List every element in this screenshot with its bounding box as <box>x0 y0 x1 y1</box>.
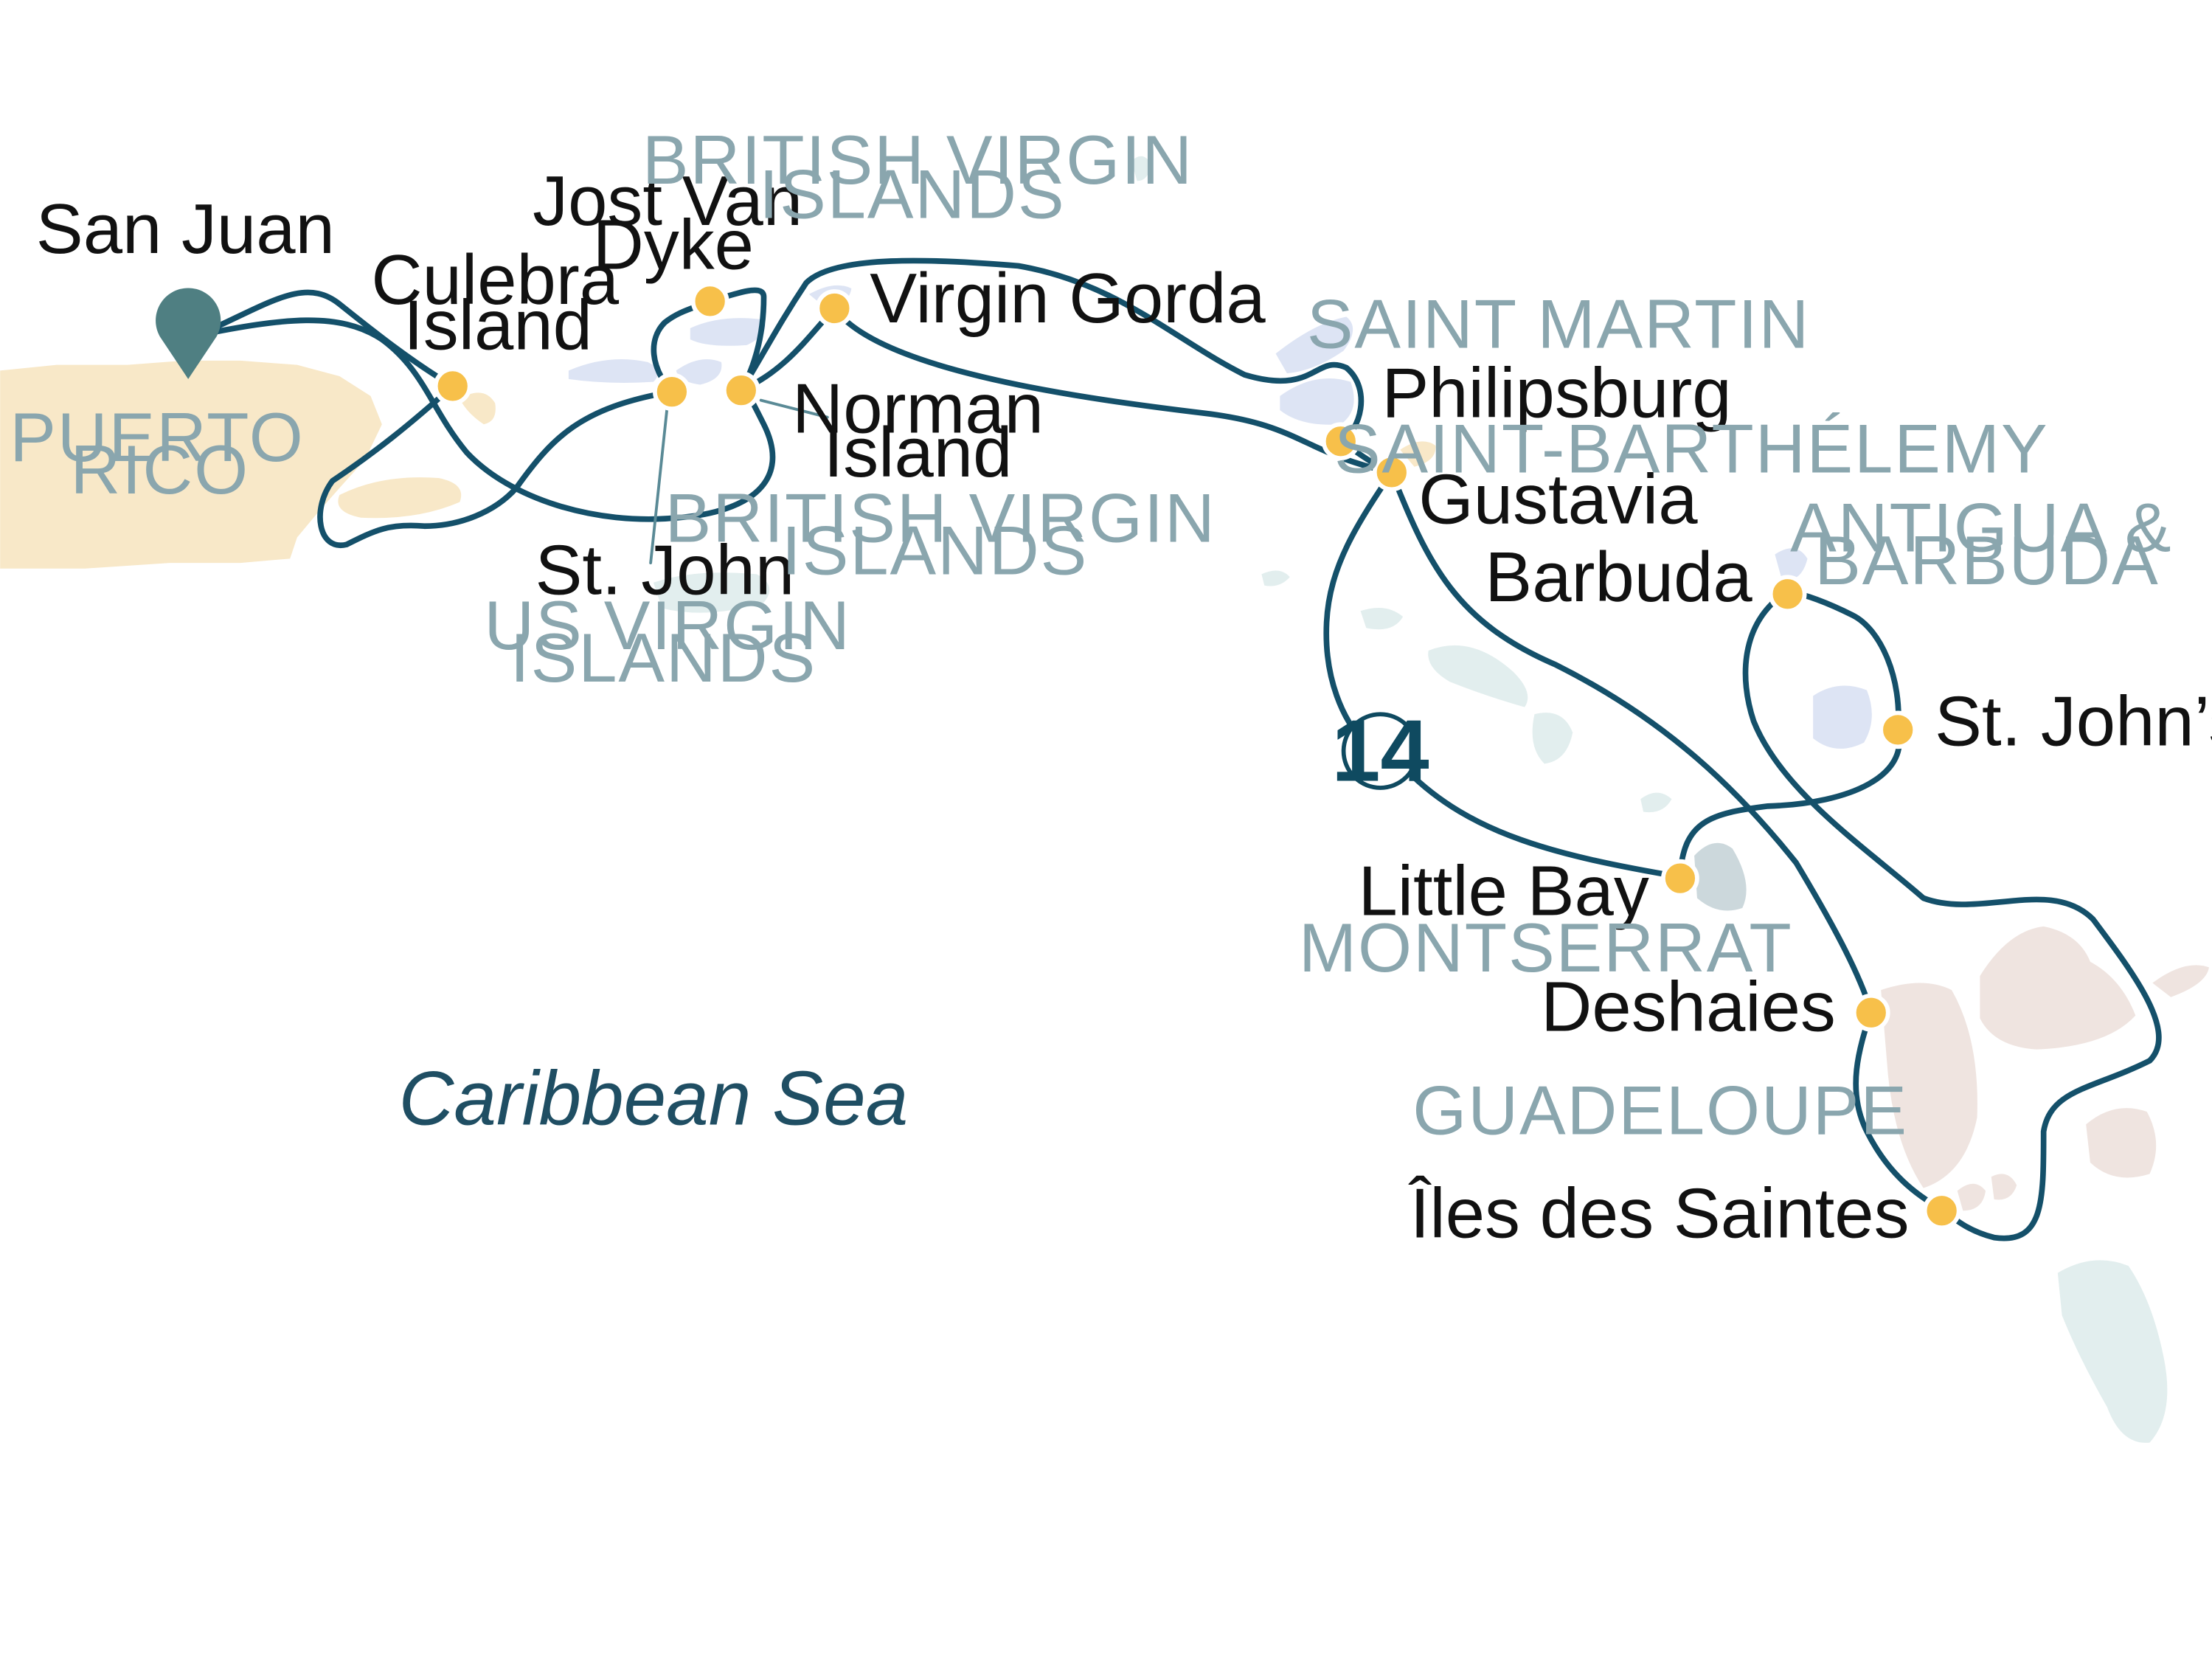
region-label-usvi: US VIRGIN <box>484 586 850 664</box>
port-marker-st-johns[interactable] <box>1879 710 1918 749</box>
us-virgin-islands-landmass <box>568 359 659 383</box>
port-label-st-john: St. John <box>535 530 794 609</box>
region-label-bvi-south: ISLANDS <box>782 511 1088 589</box>
map-pin-icon <box>156 288 221 379</box>
region-label-puerto-rico: RICO <box>71 431 250 508</box>
region-label-bvi-north: ISLANDS <box>759 155 1065 232</box>
port-label-san-juan: San Juan <box>36 190 335 269</box>
port-marker-little-bay[interactable] <box>1661 859 1699 898</box>
port-marker-philipsburg[interactable] <box>1321 422 1360 461</box>
st-kitts-island <box>1428 645 1528 707</box>
st-eustatius-island <box>1360 607 1404 630</box>
marie-galante-island <box>2086 1108 2157 1178</box>
port-label-deshaies: Deshaies <box>1541 968 1836 1047</box>
cruise-route <box>195 257 2162 1241</box>
les-saintes-islet-1 <box>1957 1183 1986 1211</box>
culebra-island <box>460 392 496 425</box>
duration-badge: 14 <box>1331 702 1429 800</box>
port-marker-gustavia[interactable] <box>1372 453 1411 492</box>
route-line <box>1784 588 1901 733</box>
st-croix-island <box>653 572 770 613</box>
anegada-island <box>1131 156 1151 181</box>
region-label-guadeloupe: GUADELOUPE <box>1412 1072 1908 1149</box>
port-label-culebra: Island <box>403 286 592 365</box>
port-label-barbuda: Barbuda <box>1485 538 1752 617</box>
region-labels: PUERTO RICO BRITISH VIRGIN ISLANDS BRITI… <box>10 121 2172 1149</box>
port-labels: San Juan Culebra Island Jost Van Dyke Vi… <box>36 162 2212 1253</box>
vieques-island <box>338 477 462 519</box>
guadeloupe-grande-terre <box>1980 926 2136 1050</box>
region-label-montserrat: MONTSERRAT <box>1299 909 1793 986</box>
sea-label-caribbean: Caribbean Sea <box>399 1055 909 1140</box>
route-line <box>1742 588 2162 1241</box>
anguilla-island <box>1275 316 1353 374</box>
port-label-culebra: Culebra <box>371 240 619 319</box>
saint-martin-island <box>1280 378 1354 425</box>
region-label-antigua-barbuda: BARBUDA <box>1814 522 2160 599</box>
port-label-jost-van-dyke: Jost Van <box>533 162 802 240</box>
port-marker-norman-island[interactable] <box>721 371 760 410</box>
les-saintes-islet-2 <box>1991 1174 2017 1200</box>
route-line <box>1853 1008 1945 1213</box>
tortola-island <box>690 318 766 346</box>
saba-island <box>1261 570 1290 586</box>
route-line <box>738 257 1365 445</box>
port-label-little-bay: Little Bay <box>1358 851 1648 930</box>
nevis-island <box>1532 713 1573 764</box>
saint-barthelemy-island <box>1400 441 1436 467</box>
region-label-saint-barthelemy: SAINT-BARTHÉLEMY <box>1334 409 2049 487</box>
port-marker-barbuda[interactable] <box>1768 575 1807 614</box>
port-label-jost-van-dyke: Dyke <box>593 205 754 284</box>
port-label-gustavia: Gustavia <box>1418 460 1698 538</box>
st-john-island <box>676 359 722 385</box>
norman-island-leader-line <box>759 398 829 419</box>
port-label-norman-island: Island <box>824 413 1013 492</box>
port-label-virgin-gorda: Virgin Gorda <box>870 259 1266 338</box>
port-marker-virgin-gorda[interactable] <box>815 289 854 328</box>
antigua-island <box>1813 685 1872 749</box>
port-marker-iles-des-saintes[interactable] <box>1922 1191 1961 1230</box>
duration-badge-number: 14 <box>1331 702 1429 800</box>
port-marker-jost-van-dyke[interactable] <box>690 282 729 321</box>
redonda-island <box>1640 792 1672 813</box>
port-label-iles-des-saintes: Îles des Saintes <box>1408 1174 1910 1253</box>
la-desirade-island <box>2152 965 2209 997</box>
port-label-philipsburg: Philipsburg <box>1381 354 1731 433</box>
barbuda-island <box>1775 548 1808 581</box>
landmasses <box>0 156 2209 1443</box>
route-line <box>1388 469 1874 1014</box>
montserrat-island <box>1694 842 1747 911</box>
port-markers <box>433 282 1961 1230</box>
route-line <box>738 305 1395 476</box>
region-label-usvi: ISLANDS <box>510 619 817 696</box>
st-john-leader-line <box>649 401 670 565</box>
guadeloupe-basse-terre <box>1881 983 1977 1188</box>
port-label-st-johns: St. John’s <box>1935 682 2212 761</box>
region-label-saint-martin: SAINT MARTIN <box>1307 285 1810 363</box>
region-label-bvi-south: BRITISH VIRGIN <box>665 479 1216 556</box>
port-marker-culebra[interactable] <box>433 367 472 406</box>
duration-badge-circle <box>1341 712 1420 790</box>
port-marker-st-john[interactable] <box>653 373 691 411</box>
region-label-antigua-barbuda: ANTIGUA & <box>1790 489 2172 567</box>
port-label-norman-island: Norman <box>792 370 1044 448</box>
puerto-rico-landmass <box>0 360 382 569</box>
route-line <box>317 383 675 549</box>
region-label-puerto-rico: PUERTO <box>10 398 305 476</box>
region-label-bvi-north: BRITISH VIRGIN <box>642 121 1193 198</box>
route-line <box>1404 768 1683 880</box>
route-line <box>195 289 456 389</box>
dominica-island <box>2057 1260 2168 1443</box>
route-line <box>1323 469 1395 746</box>
port-marker-deshaies[interactable] <box>1851 993 1890 1032</box>
start-port-pin[interactable] <box>156 288 221 379</box>
route-line <box>1677 727 1902 880</box>
